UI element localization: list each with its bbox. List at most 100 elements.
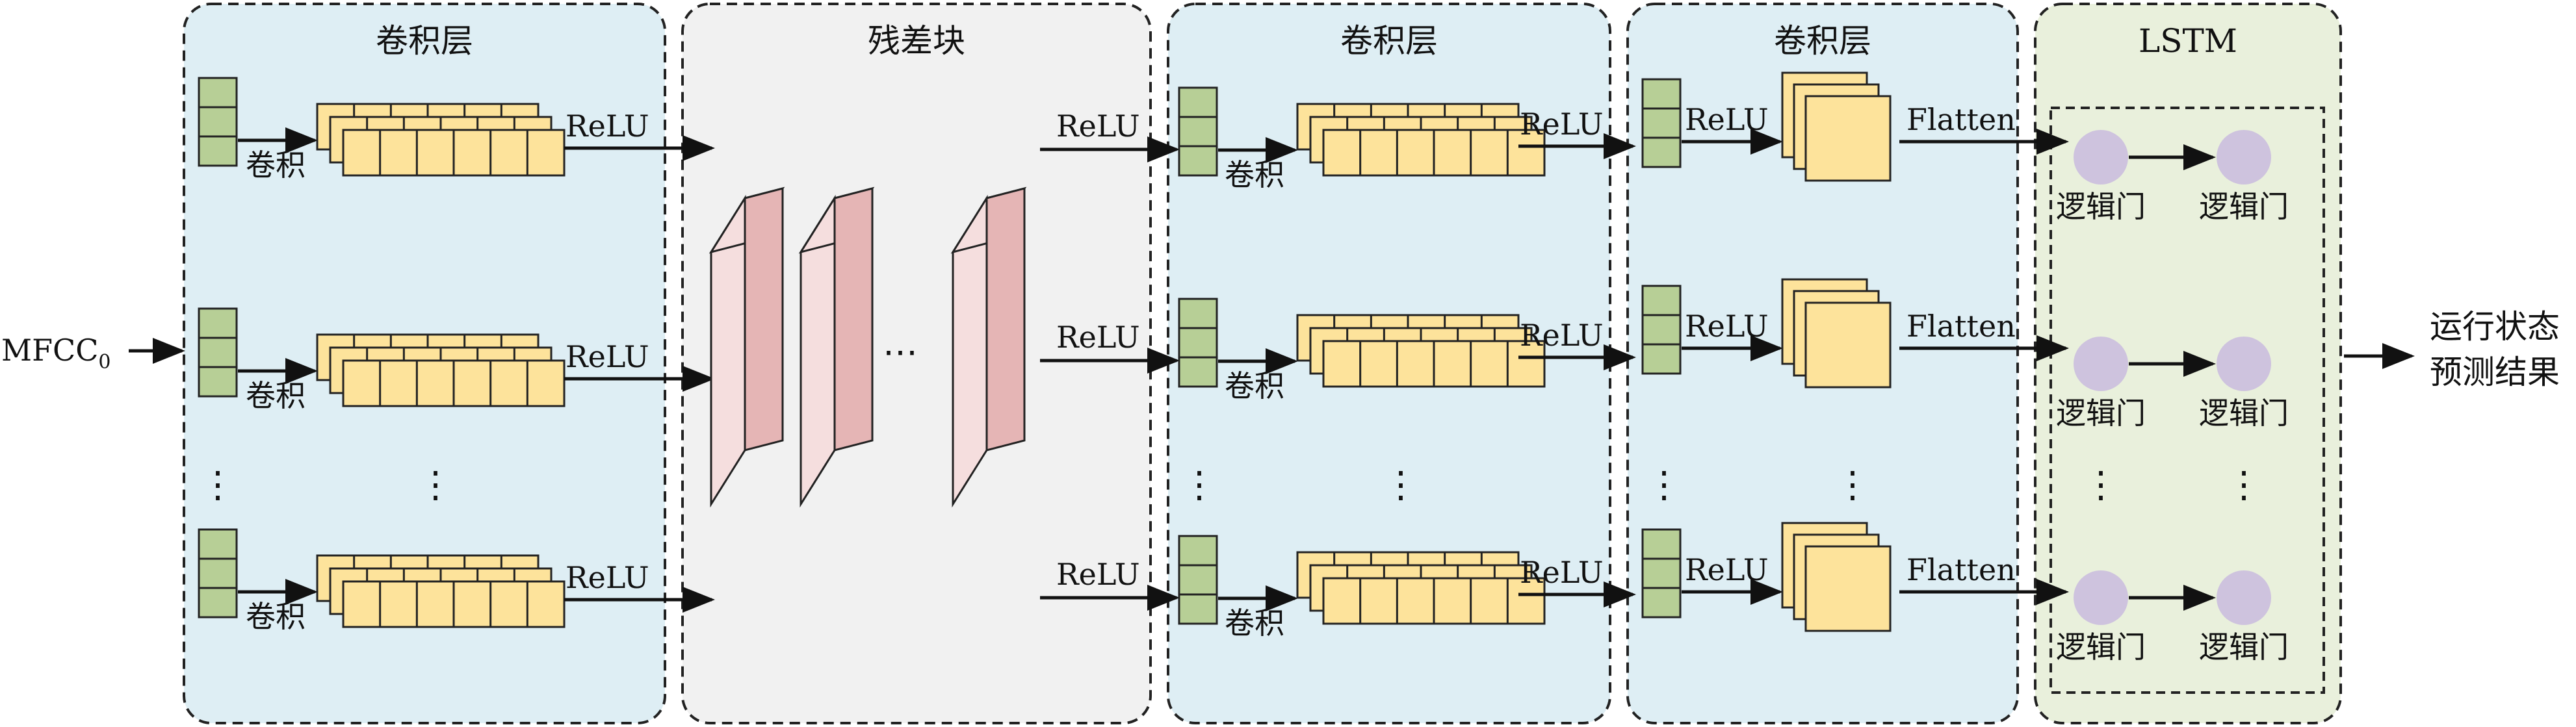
input-vector-cell [198, 528, 238, 560]
conv-layer-3-row: ReLU Flatten [1641, 71, 2069, 182]
logic-gate-label: 逻辑门 [2056, 189, 2146, 224]
residual-block-front [744, 187, 784, 452]
relu-label: ReLU [1685, 552, 1769, 587]
input-vector-cell [198, 307, 238, 339]
residual-block-1 [709, 186, 785, 508]
conv-label: 卷积 [246, 599, 306, 634]
conv-layer-3-row: ReLU Flatten [1641, 522, 2069, 632]
residual-hellipsis: ⋯ [883, 331, 918, 372]
input-vector-cell [1178, 116, 1218, 147]
flattened-feature-square [1804, 301, 1892, 389]
relu-label: ReLU [566, 108, 649, 144]
conv-layer-2-row: ReLU 卷积 ReLU [1040, 298, 1636, 403]
input-vector-cell [1641, 557, 1682, 589]
logic-gate-label: 逻辑门 [2056, 630, 2146, 665]
flattened-feature-square [1804, 95, 1892, 182]
input-vector-cell [1178, 298, 1218, 329]
input-label: MFCC0 [1, 333, 111, 374]
input-vector-cell [198, 106, 238, 138]
input-vector-cell [1178, 356, 1218, 388]
conv-label: 卷积 [1225, 368, 1284, 403]
lstm-row: 逻辑门 逻辑门 [2056, 570, 2289, 665]
conv-layer-1-row: 卷积 ReLU [198, 528, 715, 634]
input-vector-cell [1178, 327, 1218, 359]
residual-block-2 [798, 186, 875, 508]
row-vellipsis: ⋮ [1646, 464, 1682, 506]
row-vellipsis: ⋮ [1181, 464, 1217, 506]
lstm-cell [2074, 337, 2128, 391]
relu-out-label: ReLU [1520, 107, 1604, 142]
logic-gate-label: 逻辑门 [2199, 630, 2289, 665]
flattened-feature-square [1804, 545, 1892, 632]
input-vector-cell [1178, 593, 1218, 625]
relu-in-label: ReLU [1056, 108, 1140, 144]
input-vector-cell [1641, 528, 1682, 560]
lstm-cell [2217, 337, 2271, 391]
conv-layer-1-title: 卷积层 [376, 22, 473, 60]
conv-layer-2-title: 卷积层 [1340, 22, 1438, 60]
conv-layer-2-row: ReLU 卷积 ReLU [1040, 86, 1636, 192]
lstm-cell [2217, 570, 2271, 625]
lstm-row: 逻辑门 逻辑门 [2056, 337, 2289, 431]
input-vector-cell [1641, 107, 1682, 139]
logic-gate-label: 逻辑门 [2199, 189, 2289, 224]
lstm-row: 逻辑门 逻辑门 [2056, 130, 2289, 224]
conv-layer-2-row: ReLU 卷积 ReLU [1040, 535, 1636, 641]
input-vector-cell [1178, 86, 1218, 118]
flatten-label: Flatten [1906, 102, 2016, 137]
row-vellipsis: ⋮ [200, 464, 236, 506]
input-vector-cell [1641, 314, 1682, 346]
relu-label: ReLU [1685, 309, 1769, 344]
relu-in-label: ReLU [1056, 557, 1140, 592]
row-vellipsis: ⋮ [1383, 464, 1419, 506]
input-vector-cell [198, 587, 238, 619]
conv-label: 卷积 [246, 147, 306, 183]
input-vector-cell [1178, 145, 1218, 177]
conv-layer-2-rows: ReLU 卷积 ReLU ReLU 卷积 ReLU ReLU 卷积 ReLU [1040, 86, 1636, 641]
conv-label: 卷积 [1225, 606, 1284, 641]
input-vector-cell [198, 135, 238, 167]
relu-label: ReLU [566, 339, 649, 374]
ellipsis-marks: ⋮ ⋮ ⋮ ⋮ ⋮ ⋮ ⋮ ⋮ [200, 464, 2262, 506]
row-vellipsis: ⋮ [2226, 464, 2262, 506]
output-label-line1: 运行状态 [2430, 308, 2560, 346]
input-vector-cell [1178, 535, 1218, 567]
input-vector-cell [198, 366, 238, 398]
relu-label: ReLU [1685, 102, 1769, 137]
lstm-inner-frame [2049, 107, 2325, 694]
logic-gate-label: 逻辑门 [2199, 396, 2289, 431]
lstm-rows: 逻辑门逻辑门逻辑门逻辑门逻辑门逻辑门 [2056, 130, 2289, 665]
input-vector-cell [1178, 564, 1218, 596]
lstm-cell [2074, 130, 2128, 185]
output-label-line2: 预测结果 [2430, 353, 2560, 391]
lstm-cell [2217, 130, 2271, 185]
lstm-cell [2074, 570, 2128, 625]
input-vector-cell [198, 337, 238, 368]
relu-in-label: ReLU [1056, 320, 1140, 355]
residual-block-front [833, 187, 874, 452]
relu-out-label: ReLU [1520, 318, 1604, 353]
input-vector-cell [1641, 136, 1682, 168]
row-vellipsis: ⋮ [417, 464, 454, 506]
row-vellipsis: ⋮ [2083, 464, 2119, 506]
relu-out-label: ReLU [1520, 555, 1604, 590]
input-vector-cell [1641, 587, 1682, 619]
conv-layer-1-row: 卷积 ReLU [198, 77, 715, 183]
residual-block-title: 残差块 [868, 22, 965, 60]
input-vector-cell [1641, 78, 1682, 110]
flatten-label: Flatten [1906, 552, 2016, 587]
relu-label: ReLU [566, 560, 649, 595]
conv-layer-3-title: 卷积层 [1774, 22, 1871, 60]
input-vector-cell [1641, 285, 1682, 316]
conv-label: 卷积 [1225, 157, 1284, 192]
logic-gate-label: 逻辑门 [2056, 396, 2146, 431]
input-vector-cell [198, 77, 238, 108]
conv-layer-1-row: 卷积 ReLU [198, 307, 715, 413]
residual-block-front [985, 187, 1026, 452]
input-vector-cell [198, 557, 238, 589]
flatten-label: Flatten [1906, 309, 2016, 344]
conv-label: 卷积 [246, 378, 306, 413]
row-vellipsis: ⋮ [1834, 464, 1871, 506]
